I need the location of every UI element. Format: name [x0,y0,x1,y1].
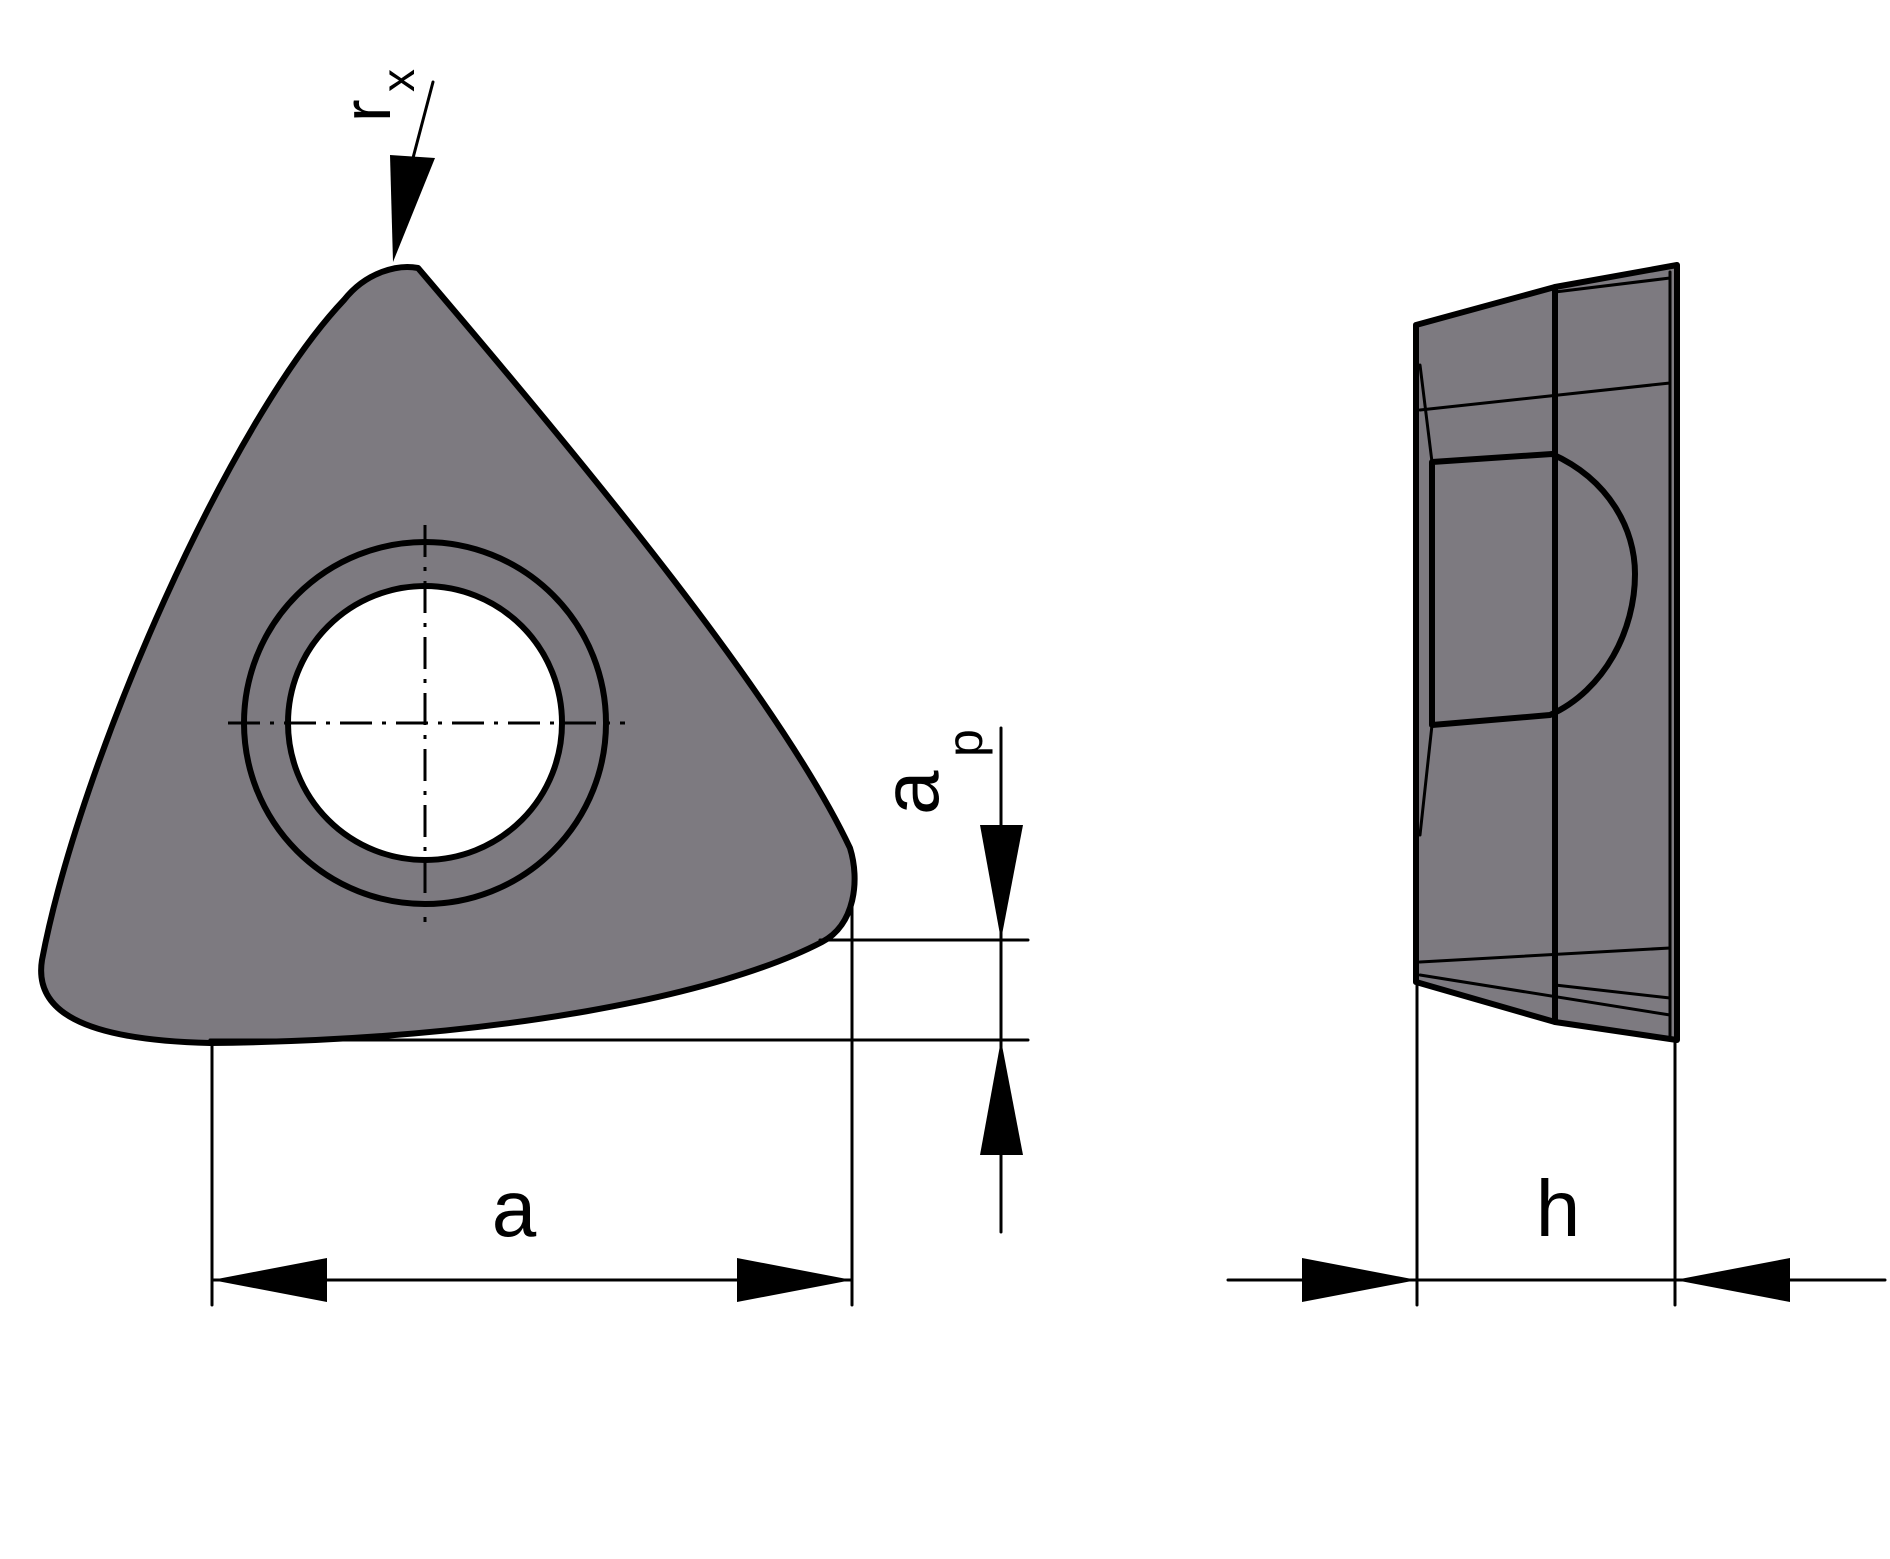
side-view-bottom-facet-lower [1418,973,1672,1017]
depth-of-cut-dimension: a p [208,726,1030,1234]
depth-of-cut-subscript: p [937,729,993,757]
depth-arrowhead-top [980,825,1023,940]
thickness-label: h [1536,1164,1581,1253]
side-view-relief-face [1429,451,1638,728]
corner-radius-label: r [329,99,405,122]
corner-radius-leader [411,80,435,160]
insert-front-view [38,264,858,1046]
side-view-bottom-facet-inner [1553,983,1672,1000]
edge-length-label: a [492,1164,537,1253]
edge-arrowhead-left [212,1258,327,1302]
thickness-arrowhead-left [1302,1258,1417,1302]
side-view-left-chamfer-top [1418,363,1434,464]
depth-of-cut-label: a [866,770,955,815]
depth-arrowhead-bottom [980,1040,1023,1155]
side-view-body [1413,262,1680,1043]
side-view-left-chamfer-bottom [1418,723,1434,837]
side-view-top-facet [1418,381,1672,412]
side-view-bottom-facet [1418,946,1672,964]
corner-radius-subscript: x [372,69,424,92]
side-view-top-facet-inner [1553,276,1672,294]
corner-radius-annotation: r x [329,69,435,262]
insert-side-view [1413,262,1680,1043]
corner-radius-arrowhead [390,155,435,262]
edge-length-dimension: a [210,898,854,1307]
thickness-dimension: h [1226,983,1887,1307]
edge-arrowhead-right [737,1258,852,1302]
thickness-arrowhead-right [1675,1258,1790,1302]
